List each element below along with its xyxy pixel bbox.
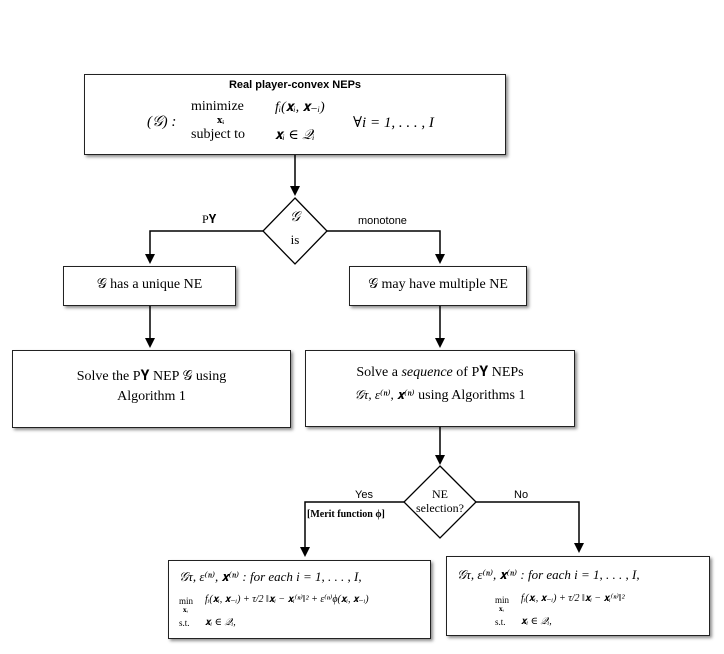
arrow-decision2-yes: [300, 501, 404, 557]
game-label: (𝒢) :: [147, 114, 177, 130]
minimize-keyword: minimize: [191, 99, 244, 114]
plain-objective: fᵢ(𝐱ᵢ, 𝐱₋ᵢ) + τ/2 ‖𝐱ᵢ − 𝐱ᵢ⁽ⁿ⁾‖²: [521, 593, 625, 604]
solve-unique-line2: Algorithm 1: [117, 389, 186, 404]
objective-expr: fᵢ(𝐱ᵢ, 𝐱₋ᵢ): [275, 100, 325, 115]
decision-diamond-1: [262, 197, 328, 265]
top-box: Real player-convex NEPs (𝒢) : minimize 𝐱…: [84, 74, 506, 155]
merit-subproblem-header: 𝒢τ, ε⁽ⁿ⁾, 𝐱⁽ⁿ⁾ : for each i = 1, . . . ,…: [179, 569, 362, 584]
plain-subproblem-box: 𝒢τ, ε⁽ⁿ⁾, 𝐱⁽ⁿ⁾ : for each i = 1, . . . ,…: [446, 556, 710, 636]
multiple-ne-text: 𝒢 may have multiple NE: [368, 277, 508, 292]
minimize-subscript: 𝐱ᵢ: [217, 115, 224, 125]
edge-label-merit: [Merit function ϕ]: [307, 509, 385, 520]
unique-ne-box: 𝒢 has a unique NE: [63, 266, 236, 306]
solve-unique-box: Solve the P𝚼 NEP 𝒢 using Algorithm 1: [12, 350, 291, 428]
decision-diamond-2: [403, 465, 477, 539]
subject-to-keyword: subject to: [191, 127, 246, 142]
arrow-decision-right: [327, 230, 445, 264]
solve-unique-line1: Solve the P𝚼 NEP 𝒢 using: [76, 369, 227, 384]
plain-min-subscript: 𝐱ᵢ: [499, 607, 504, 613]
merit-st-keyword: s.t.: [179, 618, 190, 628]
solve-sequence-line2: 𝒢τ, ε⁽ⁿ⁾, 𝐱⁽ⁿ⁾ using Algorithms 1: [306, 387, 574, 404]
solve-sequence-game: 𝒢τ, ε⁽ⁿ⁾, 𝐱⁽ⁿ⁾: [354, 387, 415, 402]
merit-min-subscript: 𝐱ᵢ: [183, 608, 188, 614]
multiple-ne-box: 𝒢 may have multiple NE: [349, 266, 527, 306]
decision2-line2: selection?: [416, 501, 464, 515]
merit-min-keyword: min: [179, 596, 194, 606]
plain-subproblem-header: 𝒢τ, ε⁽ⁿ⁾, 𝐱⁽ⁿ⁾ : for each i = 1, . . . ,…: [457, 567, 640, 582]
solve-sequence-box: Solve a sequence of P𝚼 NEPs 𝒢τ, ε⁽ⁿ⁾, 𝐱⁽…: [305, 350, 575, 427]
arrow-decision2-no: [476, 501, 584, 553]
solve-sequence-suffix: of P𝚼 NEPs: [456, 365, 524, 380]
top-box-title: Real player-convex NEPs: [228, 79, 362, 91]
solve-sequence-prefix: Solve a: [356, 365, 398, 380]
solve-sequence-italic: sequence: [401, 365, 453, 380]
edge-label-no: No: [514, 489, 529, 501]
decision1-is: is: [290, 232, 300, 247]
edge-label-monotone: monotone: [358, 215, 407, 227]
edge-label-pupsilon: P𝚼: [202, 212, 217, 226]
merit-constraint: 𝐱ᵢ ∈ 𝒬ᵢ,: [205, 617, 236, 628]
solve-sequence-algorithms: using Algorithms 1: [418, 388, 526, 403]
decision2-line1: NE: [432, 487, 448, 501]
merit-subproblem-box: 𝒢τ, ε⁽ⁿ⁾, 𝐱⁽ⁿ⁾ : for each i = 1, . . . ,…: [168, 560, 431, 639]
plain-constraint: 𝐱ᵢ ∈ 𝒬ᵢ,: [521, 616, 552, 627]
edge-label-yes: Yes: [355, 489, 373, 501]
constraint-expr: 𝐱ᵢ ∈ 𝒬ᵢ: [275, 128, 315, 143]
quantifier: ∀i = 1, . . . , I: [353, 115, 434, 131]
merit-objective: fᵢ(𝐱ᵢ, 𝐱₋ᵢ) + τ/2 ‖𝐱ᵢ − 𝐱ᵢ⁽ⁿ⁾‖² + ε⁽ⁿ⁾ϕ(…: [205, 594, 369, 605]
plain-min-keyword: min: [495, 595, 510, 605]
decision1-symbol: 𝒢: [290, 210, 300, 225]
solve-sequence-line1: Solve a sequence of P𝚼 NEPs: [306, 365, 574, 381]
arrow-decision-left: [145, 230, 263, 264]
plain-st-keyword: s.t.: [495, 617, 506, 627]
unique-ne-text: 𝒢 has a unique NE: [96, 277, 203, 292]
